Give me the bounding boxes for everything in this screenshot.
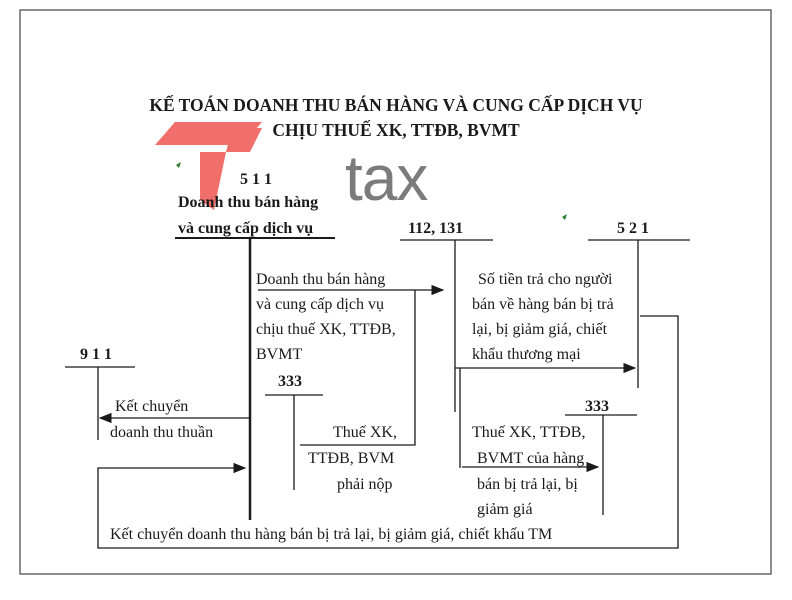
account-333-left-number: 333: [278, 373, 302, 390]
label-transfer-deductions: Kết chuyển doanh thu hàng bán bị trả lại…: [110, 526, 553, 543]
label-tax-returned-1: Thuế XK, TTĐB,: [472, 424, 586, 441]
logo-watermark: tax: [345, 142, 428, 214]
account-911-number: 9 1 1: [80, 346, 112, 363]
label-revenue-4: BVMT: [256, 346, 303, 363]
diagram-title-line2: CHỊU THUẾ XK, TTĐB, BVMT: [272, 120, 520, 140]
label-transfer-net-2: doanh thu thuần: [110, 424, 214, 441]
account-521-number: 5 2 1: [617, 220, 649, 237]
logo-mark: [155, 122, 262, 210]
label-tax-returned-3: bán bị trả lại, bị: [477, 476, 578, 493]
account-333-right-number: 333: [585, 398, 609, 415]
line-transfer-deductions: [97, 315, 679, 549]
label-refund-2: bán về hàng bán bị trả: [472, 296, 614, 313]
label-tax-returned-4: giảm giá: [477, 501, 533, 518]
label-tax-payable-3: phải nộp: [337, 476, 393, 493]
label-refund-1: Số tiền trả cho người: [478, 271, 613, 288]
label-tax-payable-2: TTĐB, BVM: [308, 450, 395, 467]
account-511-name-1: Doanh thu bán hàng: [178, 194, 319, 211]
label-tax-payable-1: Thuế XK,: [333, 424, 397, 441]
account-112-number: 112, 131: [408, 220, 464, 237]
label-revenue-3: chịu thuế XK, TTĐB,: [256, 321, 396, 338]
account-511-number: 5 1 1: [240, 171, 272, 188]
account-511-name-2: và cung cấp dịch vụ: [178, 220, 314, 237]
label-refund-3: lại, bị giảm giá, chiết: [472, 321, 608, 338]
line-tax-payable: [300, 290, 416, 446]
label-revenue-1: Doanh thu bán hàng: [256, 271, 386, 288]
diagram-title-line1: KẾ TOÁN DOANH THU BÁN HÀNG VÀ CUNG CẤP D…: [149, 95, 643, 115]
outer-border: [19, 9, 772, 575]
label-transfer-net-1: Kết chuyển: [115, 398, 189, 415]
label-revenue-2: và cung cấp dịch vụ: [256, 296, 384, 313]
label-refund-4: khẩu thương mại: [472, 346, 581, 363]
label-tax-returned-2: BVMT của hàng: [477, 450, 585, 467]
